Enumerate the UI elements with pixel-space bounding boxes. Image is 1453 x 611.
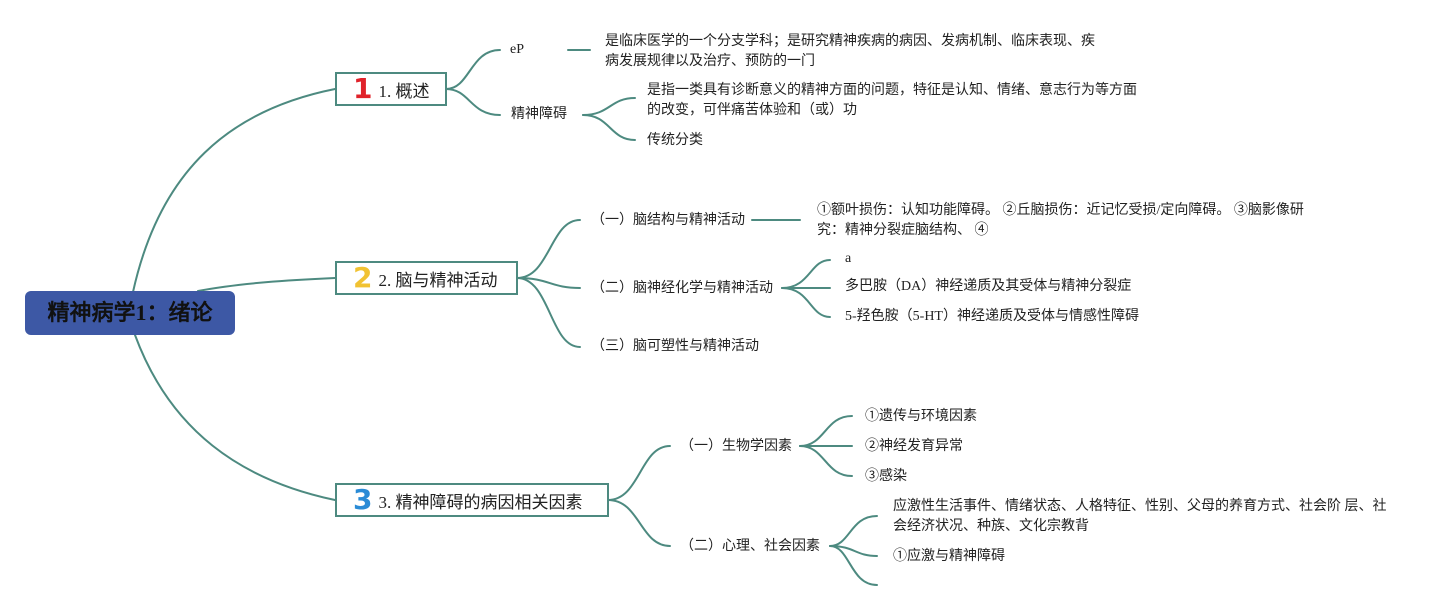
edge-b3-c2-d3 [829, 545, 878, 586]
node-mental-disorder-definition[interactable]: 是指一类具有诊断意义的精神方面的问题，特征是认知、情绪、意志行为等方面的改变，可… [647, 83, 1137, 118]
edge-b1-c2-d1 [582, 97, 636, 116]
node-stress-disorder[interactable]: ①应激与精神障碍 [893, 549, 1005, 564]
node-brain-structure-detail[interactable]: ①额叶损伤：认知功能障碍。 ②丘脑损伤：近记忆受损/定向障碍。 ③脑影像研究：精… [817, 203, 1304, 238]
edge-b3-c2-d1 [829, 515, 878, 547]
branch-overview[interactable]: 1 1. 概述 [335, 72, 447, 106]
edge-b2-c2-d1 [781, 259, 831, 289]
edge-b1-c1 [445, 49, 501, 90]
edge-b3-c1-d1 [799, 415, 853, 447]
edge-b2-c3 [516, 277, 581, 348]
branch-brain-activity[interactable]: 2 2. 脑与精神活动 [335, 261, 518, 295]
node-dopamine[interactable]: 多巴胺（DA）神经递质及其受体与精神分裂症 [845, 279, 1132, 294]
edge-b1-c2 [445, 88, 501, 116]
node-brain-structure[interactable]: （一）脑结构与精神活动 [591, 213, 745, 228]
node-brain-plasticity[interactable]: （三）脑可塑性与精神活动 [591, 339, 759, 354]
node-biological-factors[interactable]: （一）生物学因素 [680, 439, 792, 454]
branch-label: 1. 概述 [378, 81, 430, 101]
number-three-icon: 3 [353, 483, 373, 516]
branch-label: 3. 精神障碍的病因相关因素 [378, 492, 583, 512]
number-one-icon: 1 [353, 72, 373, 105]
node-traditional-classification[interactable]: 传统分类 [647, 133, 703, 148]
node-mental-disorder[interactable]: 精神障碍 [511, 107, 567, 122]
node-genetics-environment[interactable]: ①遗传与环境因素 [865, 409, 977, 424]
edge-b1-c2-d2 [582, 114, 636, 141]
node-neurochem-a[interactable]: a [845, 251, 852, 266]
node-ep-detail[interactable]: 是临床医学的一个分支学科；是研究精神疾病的病因、发病机制、临床表现、疾病发展规律… [605, 34, 1095, 69]
node-neurochemistry[interactable]: （二）脑神经化学与精神活动 [591, 281, 773, 296]
branch-label: 2. 脑与精神活动 [378, 270, 498, 290]
branch-etiology[interactable]: 3 3. 精神障碍的病因相关因素 [335, 483, 609, 517]
edge-b2-c1 [516, 219, 581, 279]
edge-root-branch1 [132, 88, 336, 293]
node-psychosocial-factors[interactable]: （二）心理、社会因素 [680, 539, 820, 554]
node-infection[interactable]: ③感染 [865, 469, 907, 484]
edge-b3-c1 [607, 445, 671, 501]
edge-b2-c2 [516, 277, 581, 289]
edge-root-branch2 [197, 277, 336, 292]
edge-b2-c2-d3 [781, 287, 831, 318]
node-serotonin[interactable]: 5-羟色胺（5-HT）神经递质及受体与情感性障碍 [845, 309, 1139, 324]
edge-b3-c2 [607, 499, 671, 547]
edge-root-branch3 [134, 334, 336, 501]
node-ep[interactable]: eP [510, 42, 524, 57]
node-psychosocial-detail[interactable]: 应激性生活事件、情绪状态、人格特征、性别、父母的养育方式、社会阶 层、社会经济状… [893, 499, 1387, 534]
edge-b3-c1-d3 [799, 445, 853, 477]
number-two-icon: 2 [353, 261, 373, 294]
node-neurodevelopment[interactable]: ②神经发育异常 [865, 439, 963, 454]
root-topic[interactable]: 精神病学1：绪论 [25, 291, 235, 335]
